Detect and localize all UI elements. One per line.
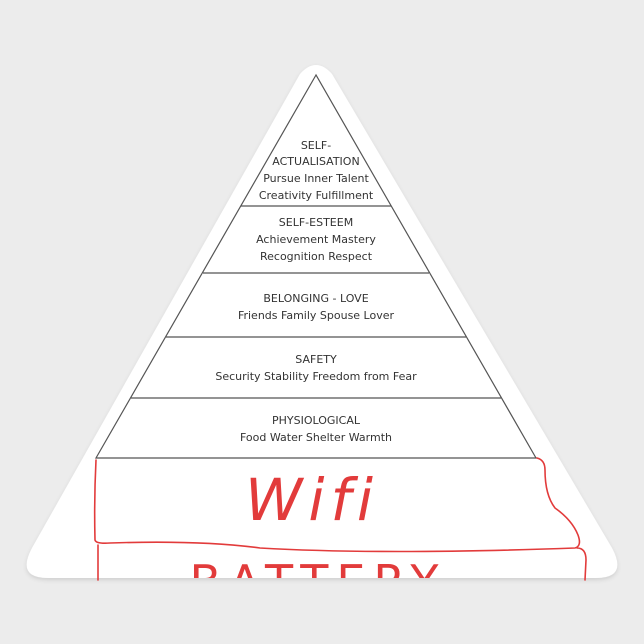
level-detail: Pursue Inner Talent xyxy=(263,172,369,185)
level-title: SELF- xyxy=(301,139,331,152)
level-title: SAFETY xyxy=(295,353,337,366)
level-detail: Recognition Respect xyxy=(260,250,373,263)
level-detail: Friends Family Spouse Lover xyxy=(238,309,395,322)
sticker-background xyxy=(26,65,618,578)
handwritten-battery: BATTERY xyxy=(189,555,446,609)
handwritten-wifi: Wifi xyxy=(245,466,379,534)
level-self-actualisation: SELF- ACTUALISATION Pursue Inner Talent … xyxy=(259,139,374,202)
handwritten-boxes xyxy=(93,457,587,581)
level-safety: SAFETY Security Stability Freedom from F… xyxy=(215,353,417,383)
level-title: ACTUALISATION xyxy=(272,155,359,168)
level-detail: Food Water Shelter Warmth xyxy=(240,431,392,444)
level-self-esteem: SELF-ESTEEM Achievement Mastery Recognit… xyxy=(256,216,376,263)
handwritten-box-battery xyxy=(97,544,587,581)
level-dividers xyxy=(131,205,501,399)
level-physiological: PHYSIOLOGICAL Food Water Shelter Warmth xyxy=(240,414,392,444)
level-detail: Achievement Mastery xyxy=(256,233,376,246)
level-title: PHYSIOLOGICAL xyxy=(272,414,361,427)
level-title: SELF-ESTEEM xyxy=(279,216,353,229)
level-belonging-love: BELONGING - LOVE Friends Family Spouse L… xyxy=(238,292,395,322)
level-detail: Creativity Fulfillment xyxy=(259,189,374,202)
handwritten-box-wifi xyxy=(93,457,581,553)
level-title: BELONGING - LOVE xyxy=(263,292,368,305)
level-detail: Security Stability Freedom from Fear xyxy=(215,370,417,383)
pyramid-outline xyxy=(94,73,538,459)
